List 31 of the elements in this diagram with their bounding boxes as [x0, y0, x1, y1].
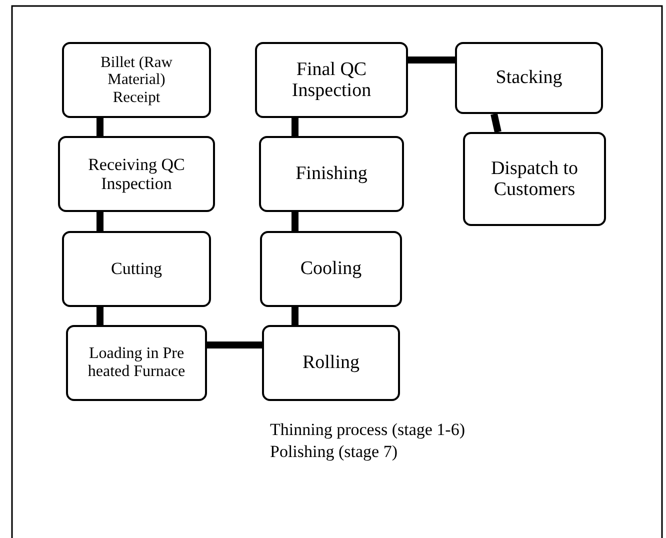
- process-box: [255, 42, 408, 118]
- step-label: Cutting: [110, 259, 162, 279]
- step-label: Finishing: [296, 163, 368, 185]
- step-label: Dispatch to Customers: [490, 158, 580, 200]
- connector-line: [96, 118, 104, 136]
- process-box: [262, 325, 400, 401]
- step-label: Stacking: [496, 67, 562, 89]
- connector-line: [207, 342, 262, 348]
- process-box: [66, 325, 207, 401]
- step-label: Cooling: [300, 258, 362, 280]
- step-label: Rolling: [302, 352, 360, 374]
- connector-line: [96, 212, 104, 231]
- step-label: Final QC Inspection: [290, 58, 372, 102]
- process-box: [58, 136, 215, 212]
- process-box: [62, 42, 211, 118]
- process-box: [463, 132, 606, 226]
- connector-line: [292, 307, 298, 325]
- connector-line: [292, 118, 298, 136]
- connector-line: [490, 113, 502, 133]
- step-label: Billet (Raw Material) Receipt: [100, 54, 174, 106]
- connector-line: [408, 56, 455, 64]
- connector-line: [96, 307, 104, 325]
- note-text: Polishing (stage 7): [270, 442, 398, 462]
- connector-line: [292, 212, 298, 231]
- process-box: [260, 231, 402, 307]
- note-text: Thinning process (stage 1-6): [270, 420, 465, 440]
- process-box: [455, 42, 603, 114]
- step-label: Loading in Pre heated Furnace: [86, 345, 186, 381]
- process-box: [259, 136, 404, 212]
- step-label: Receiving QC Inspection: [87, 154, 186, 194]
- process-box: [62, 231, 211, 307]
